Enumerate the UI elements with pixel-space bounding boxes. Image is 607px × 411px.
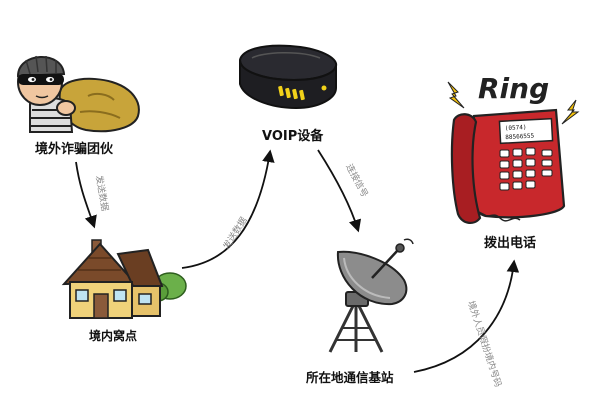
fraud-gang-label: 境外诈骗团伙: [35, 141, 114, 157]
edge-label-voip-to-station: 连接信号: [343, 162, 371, 199]
edge-label-gang-to-den: 发送数据: [93, 174, 111, 212]
arrow-station-to-call: [413, 259, 520, 373]
domestic-den-label: 境内窝点: [89, 328, 137, 343]
phone-screen-line1: (0574): [505, 124, 527, 132]
router-icon: [238, 44, 338, 110]
spark-right-icon: [561, 99, 580, 125]
phone-screen-line2: 88566555: [505, 133, 535, 142]
arrow-den-to-voip: [181, 149, 275, 269]
phone-icon: (0574) 88566555: [450, 108, 566, 224]
base-station-label: 所在地通信基站: [306, 370, 394, 385]
edge-label-den-to-voip: 发送数据: [220, 215, 249, 252]
voip-device-label: VOIP设备: [262, 128, 324, 144]
satellite-dish-icon: [328, 238, 414, 353]
outgoing-call-label: 拨出电话: [484, 235, 536, 251]
ring-text: Ring: [478, 72, 549, 105]
arrow-voip-to-station: [317, 149, 362, 233]
house-icon: [61, 239, 187, 319]
arrow-gang-to-den: [75, 161, 97, 229]
spark-left-icon: [447, 81, 465, 109]
thief-icon: [16, 55, 140, 133]
